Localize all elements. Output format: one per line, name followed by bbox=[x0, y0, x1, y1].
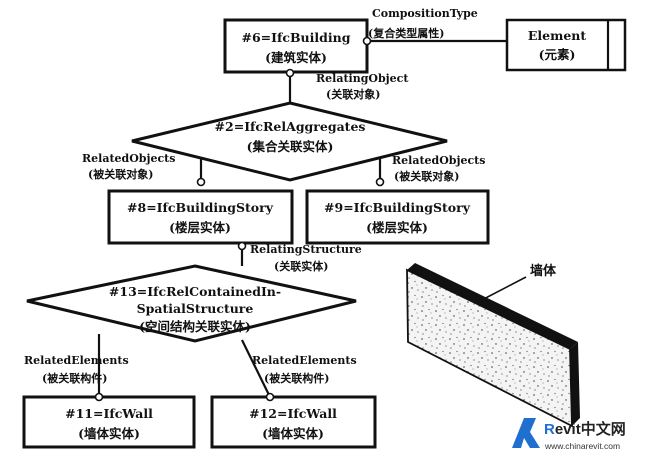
watermark-brand-r: R bbox=[544, 421, 555, 438]
node-building-story-9-subtitle: (楼层实体) bbox=[366, 220, 428, 235]
label-composition-type: CompositionType bbox=[372, 7, 478, 20]
edge-labels: CompositionType (复合类型属性) RelatingObject … bbox=[24, 7, 485, 385]
label-related-objects-left: RelatedObjects bbox=[82, 152, 175, 165]
label-relating-object: RelatingObject bbox=[316, 72, 409, 85]
node-rel-aggregates-subtitle: (集合关联实体) bbox=[247, 139, 334, 154]
node-ifc-building-title: #6=IfcBuilding bbox=[242, 30, 351, 45]
wall-illustration: 墙体 bbox=[406, 263, 580, 428]
svg-text:Revit中文网: Revit中文网 bbox=[544, 420, 626, 438]
node-element: Element (元素) bbox=[505, 18, 627, 72]
connector-endpoints bbox=[94, 36, 385, 402]
node-ifc-building-subtitle: (建筑实体) bbox=[265, 50, 327, 65]
node-rel-aggregates-title: #2=IfcRelAggregates bbox=[215, 119, 366, 134]
label-related-objects-left-cn: (被关联对象) bbox=[88, 167, 153, 181]
label-composition-type-cn: (复合类型属性) bbox=[368, 26, 444, 40]
node-building-story-9-title: #9=IfcBuildingStory bbox=[324, 200, 471, 215]
node-ifc-building: #6=IfcBuilding (建筑实体) bbox=[223, 18, 369, 74]
label-related-elements-left: RelatedElements bbox=[24, 354, 129, 367]
wall-label-leader bbox=[475, 276, 527, 304]
label-relating-structure-cn: (关联实体) bbox=[274, 259, 328, 273]
node-building-story-8-subtitle: (楼层实体) bbox=[169, 220, 231, 235]
watermark-brand-rest: evit中文网 bbox=[555, 420, 626, 438]
label-related-elements-right-cn: (被关联构件) bbox=[264, 371, 329, 385]
node-building-story-9: #9=IfcBuildingStory (楼层实体) bbox=[305, 189, 490, 245]
node-rel-aggregates: #2=IfcRelAggregates (集合关联实体) bbox=[131, 101, 448, 182]
revit-logo-icon bbox=[512, 418, 540, 448]
node-building-story-8: #8=IfcBuildingStory (楼层实体) bbox=[107, 189, 294, 245]
label-related-elements-left-cn: (被关联构件) bbox=[42, 371, 107, 385]
node-ifc-wall-11: #11=IfcWall (墙体实体) bbox=[22, 395, 196, 449]
node-rel-contained-title-2: SpatialStructure bbox=[137, 301, 254, 316]
node-ifc-wall-11-subtitle: (墙体实体) bbox=[78, 426, 140, 441]
node-ifc-wall-12: #12=IfcWall (墙体实体) bbox=[210, 395, 377, 449]
node-rel-contained-subtitle: (空间结构关联实体) bbox=[139, 319, 251, 334]
node-rel-contained-in-spatial-structure: #13=IfcRelContainedIn- SpatialStructure … bbox=[26, 264, 357, 343]
node-ifc-wall-12-subtitle: (墙体实体) bbox=[262, 426, 324, 441]
node-element-title: Element bbox=[528, 28, 586, 43]
node-element-subtitle: (元素) bbox=[539, 47, 576, 62]
watermark: Revit中文网 www.chinarevit.com bbox=[512, 418, 626, 451]
node-rel-contained-title: #13=IfcRelContainedIn- bbox=[109, 284, 281, 299]
label-relating-structure: RelatingStructure bbox=[250, 243, 362, 256]
node-building-story-8-title: #8=IfcBuildingStory bbox=[127, 200, 274, 215]
label-related-elements-right: RelatedElements bbox=[252, 354, 357, 367]
label-relating-object-cn: (关联对象) bbox=[326, 87, 380, 101]
node-ifc-wall-11-title: #11=IfcWall bbox=[65, 406, 153, 421]
label-related-objects-right: RelatedObjects bbox=[392, 154, 485, 167]
node-ifc-wall-12-title: #12=IfcWall bbox=[249, 406, 337, 421]
wall-illustration-label: 墙体 bbox=[530, 263, 557, 279]
label-related-objects-right-cn: (被关联对象) bbox=[394, 169, 459, 183]
watermark-url: www.chinarevit.com bbox=[544, 441, 620, 451]
edge-related-elements-right bbox=[241, 339, 271, 398]
